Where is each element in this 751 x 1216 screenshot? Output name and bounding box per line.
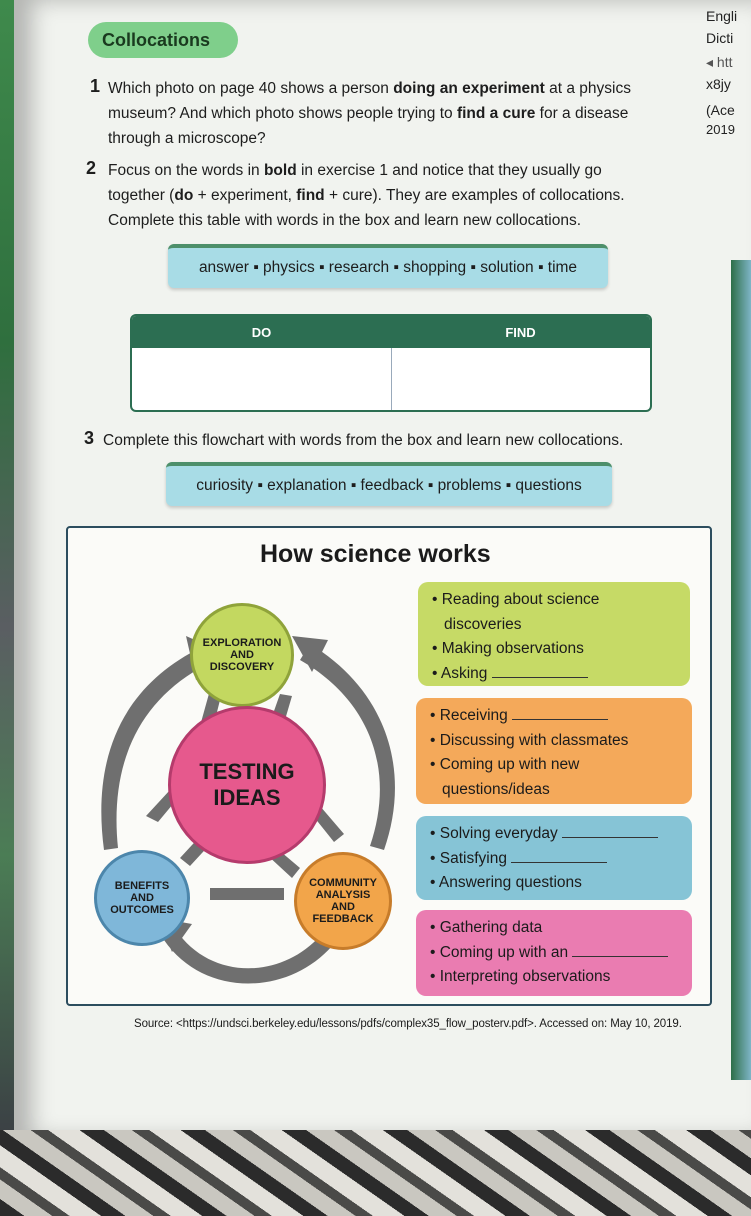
benefits-list: • Solving everyday • Satisfying • Answer…	[416, 816, 692, 900]
word-box-2: curiosity ▪ explanation ▪ feedback ▪ pro…	[166, 462, 612, 506]
exercise-2-text: Focus on the words in bold in exercise 1…	[108, 162, 625, 229]
word-box-1: answer ▪ physics ▪ research ▪ shopping ▪…	[168, 244, 608, 288]
arrow-outer-right-head	[292, 636, 328, 672]
community-circle: COMMUNITY ANALYSIS AND FEEDBACK	[294, 852, 392, 950]
blank-solving[interactable]	[562, 837, 659, 838]
table-cell-find[interactable]	[390, 348, 651, 410]
arrow-blue-orange	[210, 888, 284, 900]
exercise-1-text: Which photo on page 40 shows a person do…	[108, 80, 631, 147]
arrow-bottom-curve	[164, 930, 332, 984]
next-page-edge	[731, 260, 751, 1080]
blank-receiving[interactable]	[512, 719, 609, 720]
table-header-do: DO	[251, 324, 272, 340]
exploration-circle: EXPLORATION AND DISCOVERY	[190, 603, 294, 707]
source-citation: Source: <https://undsci.berkeley.edu/les…	[134, 1018, 682, 1030]
exercise-3-number: 3	[84, 428, 95, 448]
table-header-find: FIND	[505, 324, 536, 340]
background-surface	[0, 1130, 751, 1216]
community-list: • Receiving • Discussing with classmates…	[416, 698, 692, 804]
exercise-3-text: Complete this flowchart with words from …	[103, 432, 624, 449]
testing-ideas-circle: TESTING IDEAS	[168, 706, 326, 864]
arrow-outer-left	[101, 650, 200, 850]
benefits-circle: BENEFITS AND OUTCOMES	[94, 850, 190, 946]
blank-asking[interactable]	[491, 676, 588, 678]
side-text-6: 2019	[706, 122, 735, 137]
exercise-2-number: 2	[86, 158, 97, 178]
flowchart-title: How science works	[260, 540, 491, 568]
side-text-1: Engli	[706, 8, 738, 24]
side-text-2: Dicti	[706, 30, 734, 46]
testing-list: • Gathering data • Coming up with an • I…	[416, 910, 692, 996]
exploration-list: • Reading about science discoveries • Ma…	[418, 582, 690, 686]
side-text-3: ◂ htt	[706, 54, 733, 70]
side-text-5: (Ace	[706, 102, 735, 118]
exercise-1-number: 1	[90, 76, 101, 96]
do-find-table: DO FIND	[130, 314, 652, 412]
side-text-4: x8jy	[706, 76, 731, 92]
section-title-pill: Collocations	[88, 22, 238, 58]
blank-satisfying[interactable]	[511, 861, 608, 863]
blank-coming-up[interactable]	[572, 955, 669, 957]
